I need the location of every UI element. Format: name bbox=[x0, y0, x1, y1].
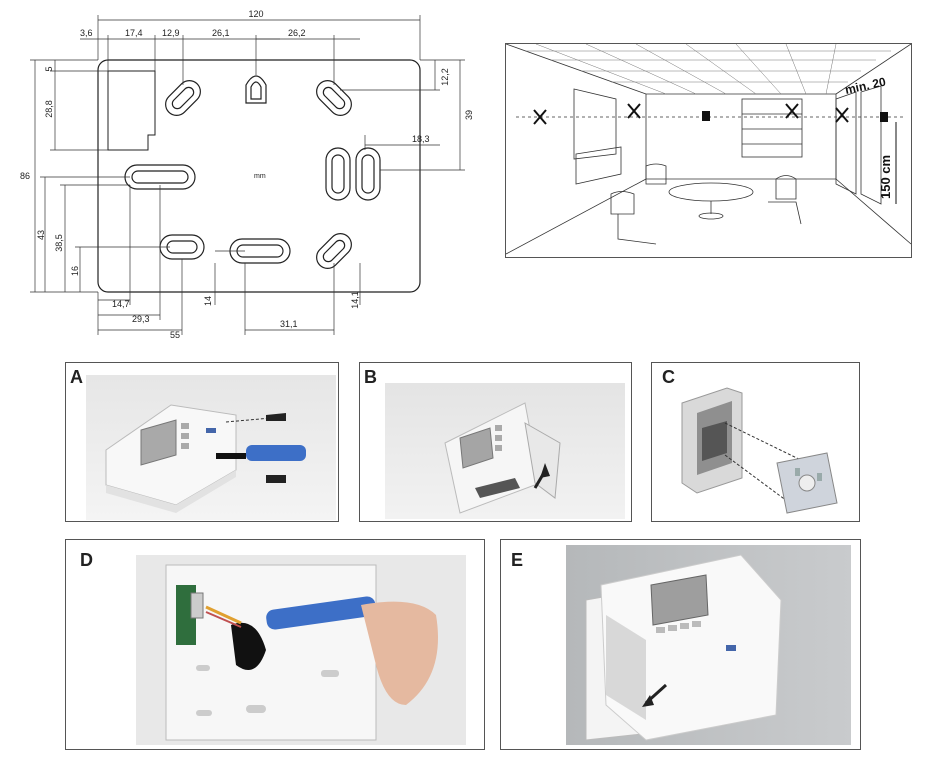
dim-width: 120 bbox=[248, 9, 263, 19]
terminal-cutout bbox=[107, 70, 156, 151]
dim-left-5: 38,5 bbox=[54, 234, 64, 252]
dim-top-4: 26,1 bbox=[212, 28, 230, 38]
panel-label-c: C bbox=[662, 367, 675, 387]
panel-label-a: A bbox=[70, 367, 83, 387]
step-panel-e: E bbox=[500, 539, 861, 750]
step-panel-b: B bbox=[359, 362, 632, 522]
slot-hole-top-left bbox=[165, 80, 201, 116]
thermostat-marker-door bbox=[880, 112, 888, 122]
dim-bottom-4: 14 bbox=[203, 296, 213, 306]
dim-right-1: 12,2 bbox=[440, 68, 450, 86]
step-panel-a: A bbox=[65, 362, 339, 522]
dim-right-2: 39 bbox=[464, 110, 474, 120]
dim-left-4: 43 bbox=[36, 230, 46, 240]
panel-label-e: E bbox=[511, 550, 524, 570]
dim-left-1: 5 bbox=[44, 66, 54, 71]
dim-right-3: 18,3 bbox=[412, 134, 430, 144]
photo-e bbox=[566, 545, 851, 745]
mounting-dimension-drawing: 120 3,6 17,4 12,9 26,1 26,2 12,2 39 18,3… bbox=[20, 9, 474, 340]
dim-bottom-2: 29,3 bbox=[132, 314, 150, 324]
dim-top-1: 3,6 bbox=[80, 28, 93, 38]
photo-c bbox=[677, 383, 857, 519]
dim-left-6: 16 bbox=[70, 266, 80, 276]
dim-bottom-3: 55 bbox=[170, 330, 180, 340]
dim-bottom-6: 14,1 bbox=[350, 291, 360, 309]
panel-label-b: B bbox=[364, 367, 377, 387]
dim-left-3: 86 bbox=[20, 171, 30, 181]
unit-label: mm bbox=[254, 173, 266, 180]
photo-a bbox=[86, 375, 336, 520]
step-panel-d: D bbox=[65, 539, 485, 750]
dim-top-2: 17,4 bbox=[125, 28, 143, 38]
keyhole-top-center bbox=[245, 75, 267, 104]
dim-top-3: 12,9 bbox=[162, 28, 180, 38]
photo-b bbox=[385, 383, 625, 519]
step-panel-c: C bbox=[651, 362, 860, 522]
dim-top-5: 26,2 bbox=[288, 28, 306, 38]
thermostat-marker-wall bbox=[702, 111, 710, 121]
height-label: 150 cm bbox=[878, 155, 893, 199]
dim-bottom-5: 31,1 bbox=[280, 319, 298, 329]
slot-hole-bottom-right bbox=[316, 233, 352, 269]
slot-hole-right-2 bbox=[355, 147, 381, 201]
dim-bottom-1: 14,7 bbox=[112, 299, 130, 309]
photo-d bbox=[136, 555, 466, 745]
panel-label-d: D bbox=[80, 550, 93, 570]
room-illustration: 150 cm min. 20 bbox=[506, 44, 911, 255]
dim-left-2: 28,8 bbox=[44, 100, 54, 118]
plate-outline bbox=[97, 59, 421, 293]
slot-hole-right-1 bbox=[325, 147, 351, 201]
room-placement-panel: 150 cm min. 20 bbox=[505, 43, 912, 258]
